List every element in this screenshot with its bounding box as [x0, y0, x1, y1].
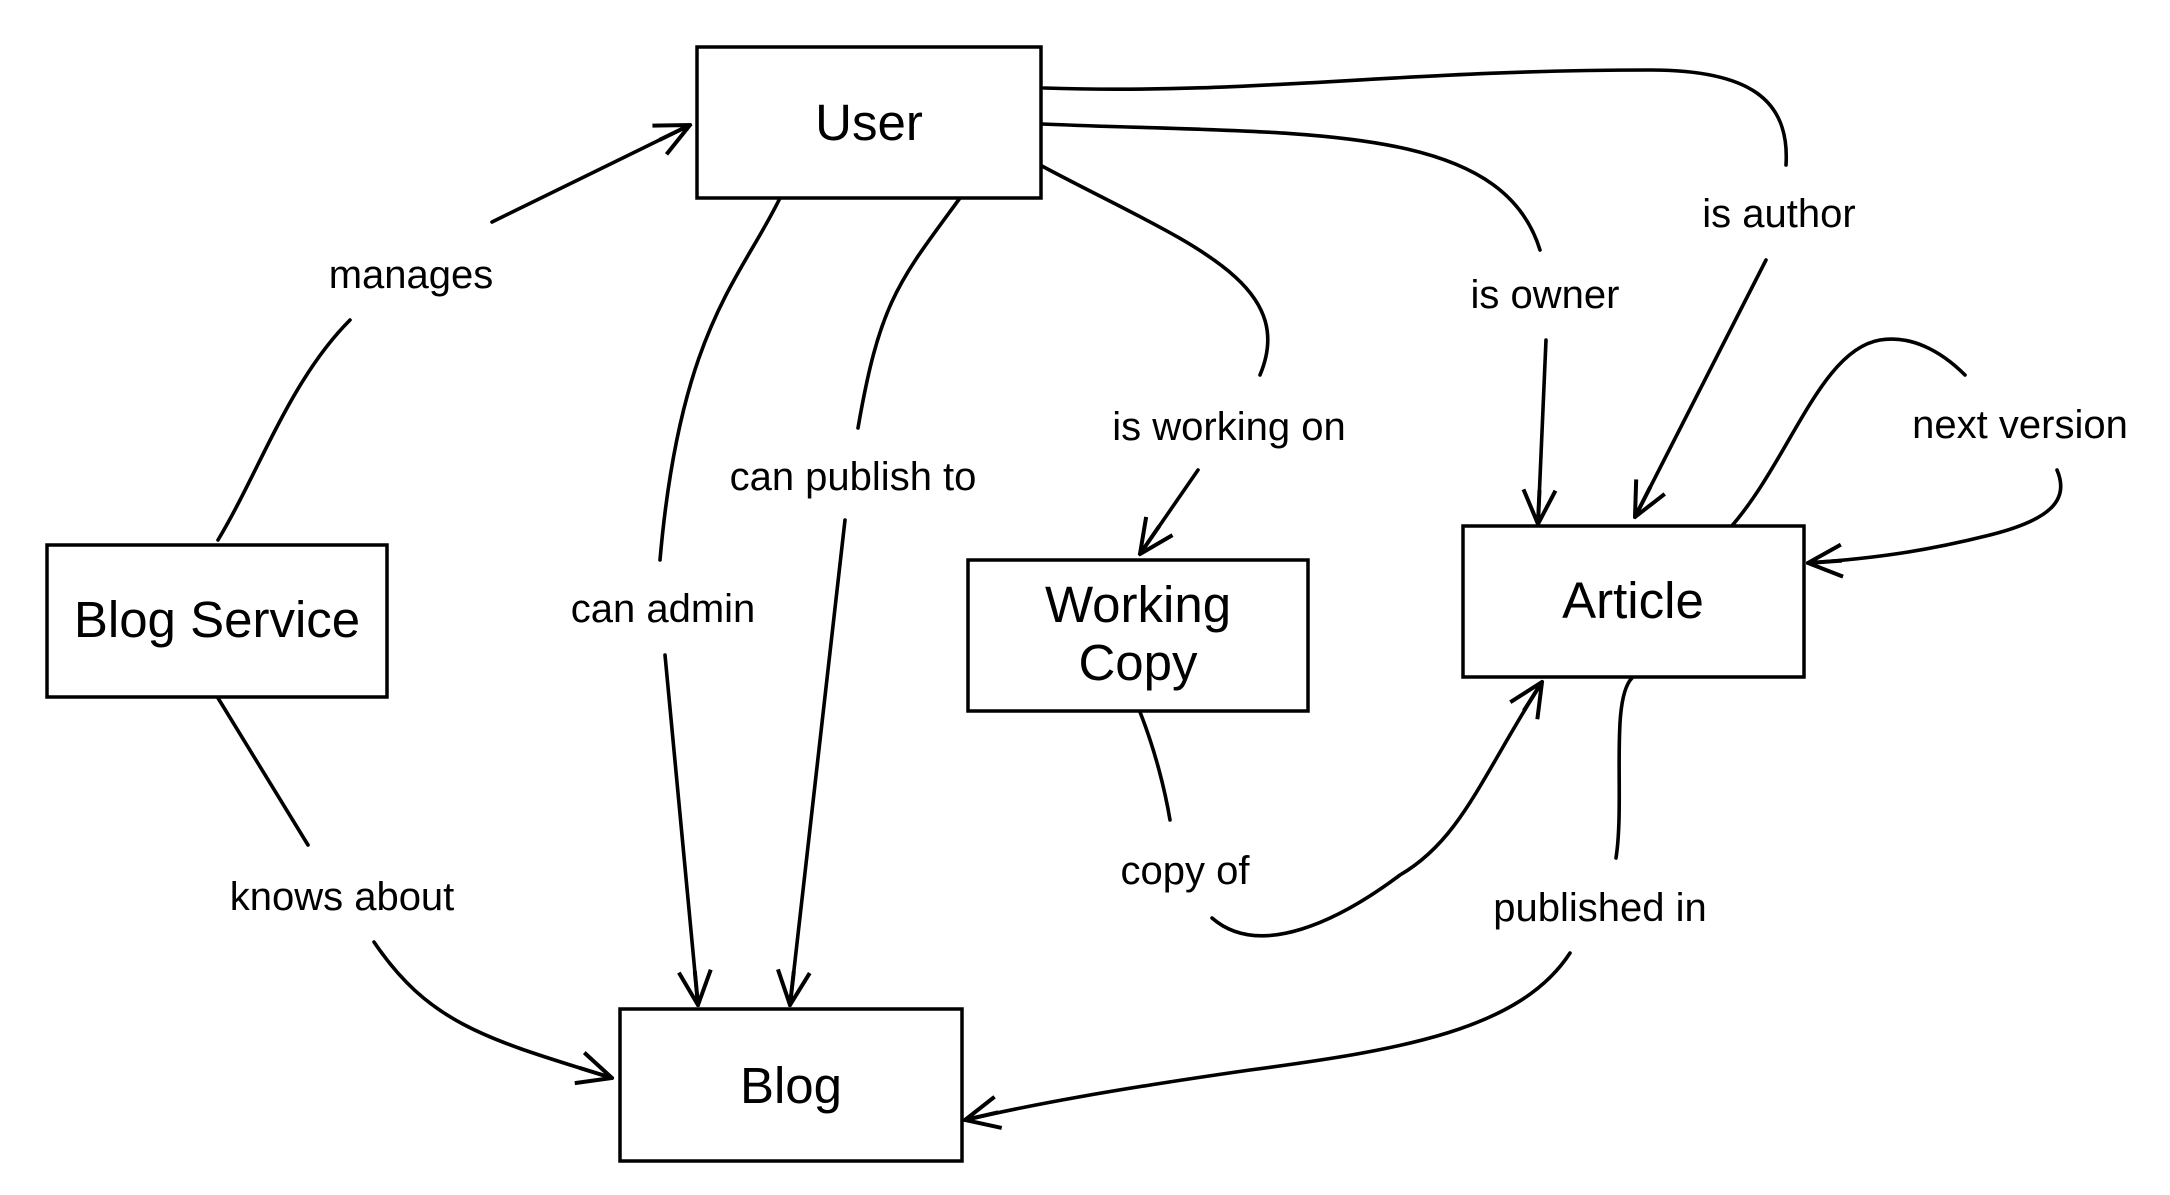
node-blog: Blog: [618, 1007, 964, 1163]
edge-can-publish-upper: [856, 196, 962, 430]
edge-can-admin-upper: [658, 196, 782, 562]
label-knows-about: knows about: [230, 875, 455, 919]
edge-can-admin-lower: [663, 653, 698, 1005]
label-is-owner: is owner: [1471, 273, 1620, 317]
edge-manages-upper: [490, 125, 690, 224]
node-working-copy-label-line1: Working: [1045, 576, 1231, 633]
node-working-copy-label-line2: Copy: [1078, 634, 1198, 691]
node-blog-service: Blog Service: [45, 543, 389, 699]
node-user-label: User: [815, 94, 923, 151]
edge-knows-about-lower: [372, 940, 612, 1078]
label-next-version: next version: [1912, 403, 2128, 447]
node-article: Article: [1461, 524, 1806, 679]
node-blog-label: Blog: [740, 1057, 842, 1114]
edge-is-author-lower: [1635, 258, 1768, 517]
edge-is-working-on-upper: [1038, 163, 1270, 377]
edge-copy-of-lower: [1210, 682, 1542, 938]
edge-published-in-upper: [1614, 676, 1634, 860]
label-published-in: published in: [1493, 886, 1707, 930]
edge-copy-of-upper: [1138, 710, 1172, 822]
label-manages: manages: [329, 253, 494, 297]
edge-next-version-upper: [1728, 337, 1967, 530]
label-can-admin: can admin: [571, 587, 756, 631]
edge-next-version-lower: [1808, 468, 2063, 563]
edge-is-working-on-lower: [1140, 468, 1200, 554]
label-is-working-on: is working on: [1112, 405, 1345, 449]
label-copy-of: copy of: [1121, 849, 1251, 893]
node-blog-service-label: Blog Service: [74, 591, 360, 648]
node-article-label: Article: [1562, 572, 1704, 629]
label-can-publish-to: can publish to: [730, 455, 977, 499]
edge-is-owner-upper: [1040, 122, 1542, 252]
label-is-author: is author: [1702, 192, 1855, 236]
edge-published-in-lower: [965, 951, 1572, 1120]
node-user: User: [695, 45, 1043, 200]
node-working-copy: Working Copy: [966, 558, 1310, 713]
edge-knows-about-upper: [216, 696, 310, 847]
edge-is-author-upper: [1042, 68, 1789, 167]
edge-can-publish-lower: [790, 518, 847, 1005]
edge-manages-lower: [216, 318, 352, 542]
edge-is-owner-lower: [1538, 338, 1546, 524]
